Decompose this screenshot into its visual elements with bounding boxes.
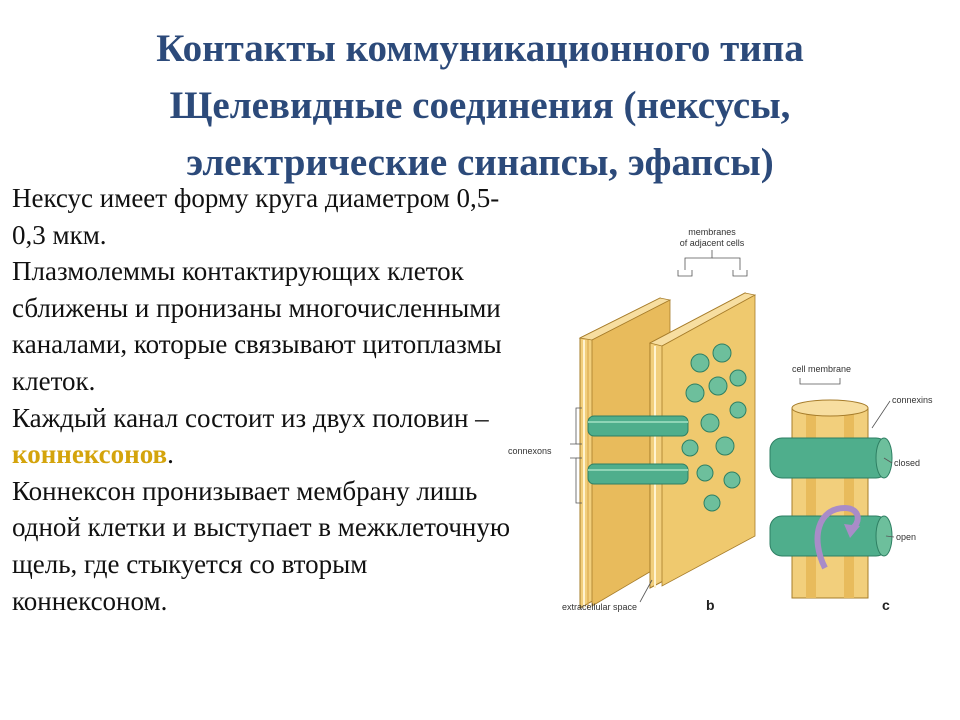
- connexons-bracket: [570, 407, 582, 504]
- paragraph-1: Нексус имеет форму круга диаметром 0,5-0…: [12, 183, 500, 250]
- connexon-highlight: коннексонов: [12, 439, 168, 470]
- title-line-1: Контакты коммуникационного типа: [156, 27, 804, 70]
- connexon-channels: [587, 415, 689, 485]
- paragraph-2: Плазмолеммы контактирующих клеток сближе…: [12, 256, 502, 396]
- paragraph-3-end: .: [167, 439, 174, 470]
- membrane-slab-right: [648, 292, 757, 589]
- title-line-3: электрические синапсы, эфапсы): [186, 141, 774, 184]
- title-line-2: Щелевидные соединения (нексусы,: [169, 84, 791, 127]
- label-membranes-line1: membranes: [688, 227, 736, 237]
- gating-arrow: [814, 504, 861, 570]
- panel-letter-c: c: [882, 597, 890, 613]
- connexon-array: [681, 343, 747, 512]
- open-pointer: [885, 535, 895, 538]
- label-connexons: connexons: [508, 446, 552, 456]
- connexins-pointer: [871, 400, 891, 429]
- label-closed: closed: [894, 458, 920, 468]
- label-open: open: [896, 532, 916, 542]
- label-extracellular-space: extracellular space: [562, 602, 637, 612]
- closed-pointer: [883, 457, 893, 464]
- label-connexins: connexins: [892, 395, 933, 405]
- body-text: Нексус имеет форму круга диаметром 0,5-0…: [12, 180, 512, 619]
- slide-title: Контакты коммуникационного типа Щелевидн…: [40, 20, 920, 191]
- cell-membrane-bracket: [799, 378, 841, 385]
- membrane-section-c: [791, 399, 869, 599]
- gap-junction-illustration: membranes of adjacent cells: [508, 227, 933, 613]
- membranes-bracket: [677, 250, 748, 277]
- paragraph-3-start: Каждый канал состоит из двух половин –: [12, 402, 489, 433]
- gating-arrowhead: [844, 524, 860, 538]
- paragraph-4: Коннексон пронизывает мембрану лишь одно…: [12, 475, 511, 616]
- label-cell-membrane: cell membrane: [792, 364, 851, 374]
- connexon-open: [769, 515, 893, 557]
- connexon-closed: [769, 437, 893, 479]
- paragraph-3: Каждый канал состоит из двух половин – к…: [12, 400, 512, 473]
- panel-letter-b: b: [706, 597, 715, 613]
- label-membranes-line2: of adjacent cells: [680, 238, 745, 248]
- extracellular-pointer: [639, 579, 653, 603]
- gap-junction-figure: membranes of adjacent cells: [500, 218, 940, 628]
